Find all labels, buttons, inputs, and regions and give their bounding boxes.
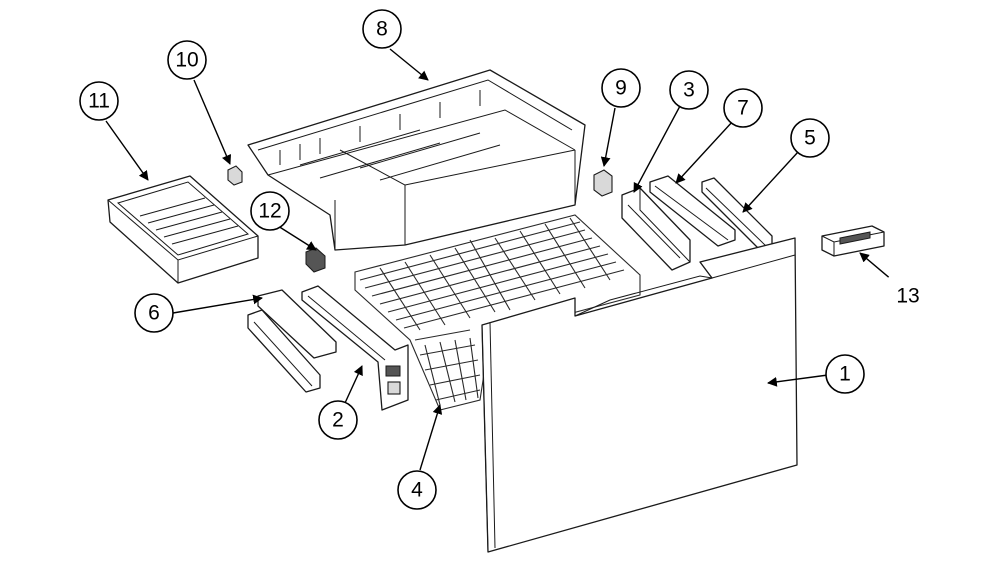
leader-1 [767, 374, 829, 387]
callout-label: 10 [175, 49, 198, 72]
part-10-clip [227, 165, 243, 186]
callout-3: 3 [669, 70, 709, 110]
leader-8 [389, 48, 429, 81]
leader-5 [742, 151, 799, 213]
leader-6 [172, 294, 263, 314]
leader-9 [600, 107, 616, 167]
callout-4: 4 [397, 470, 437, 510]
callout-label: 8 [376, 18, 388, 41]
part-9-clip [593, 169, 613, 197]
leader-7 [675, 120, 734, 184]
leader-lines [105, 48, 893, 471]
callout-label: 13 [896, 285, 919, 308]
callout-label: 11 [88, 90, 110, 113]
leader-12 [277, 225, 317, 251]
callout-2: 2 [318, 400, 358, 440]
leader-3 [633, 105, 681, 193]
callout-5: 5 [790, 118, 830, 158]
leader-11 [105, 120, 149, 181]
callout-label: 6 [148, 302, 160, 325]
callout-label: 12 [258, 200, 281, 223]
part-12-clip [305, 247, 326, 273]
callout-11: 11 [79, 81, 119, 121]
part-8-upper-basket [247, 69, 586, 251]
callout-label: 9 [615, 77, 627, 100]
callout-9: 9 [601, 68, 641, 108]
leader-13 [859, 252, 893, 281]
part-13-handle [821, 225, 885, 257]
callout-label: 1 [839, 363, 851, 386]
callouts: 1 2 3 4 5 6 7 8 [79, 9, 935, 510]
part-6-rail [247, 289, 337, 393]
callout-10: 10 [167, 40, 207, 80]
callout-label: 2 [332, 409, 344, 432]
leader-10 [193, 79, 232, 165]
callout-7: 7 [723, 88, 763, 128]
callout-label: 4 [411, 479, 423, 502]
leader-2 [344, 365, 363, 404]
part-7-rail [649, 175, 736, 247]
callout-8: 8 [362, 9, 402, 49]
callout-13-highlighted: 13 [881, 269, 935, 323]
callout-label: 7 [737, 97, 749, 120]
callout-6: 6 [134, 293, 174, 333]
part-1-front-panel [481, 237, 798, 553]
part-2-rail [301, 285, 409, 411]
part-11-tray [107, 175, 259, 284]
callout-label: 5 [804, 127, 816, 150]
callout-1: 1 [825, 354, 865, 394]
callout-12: 12 [250, 191, 290, 231]
leader-4 [419, 404, 443, 471]
callout-label: 3 [683, 79, 695, 102]
